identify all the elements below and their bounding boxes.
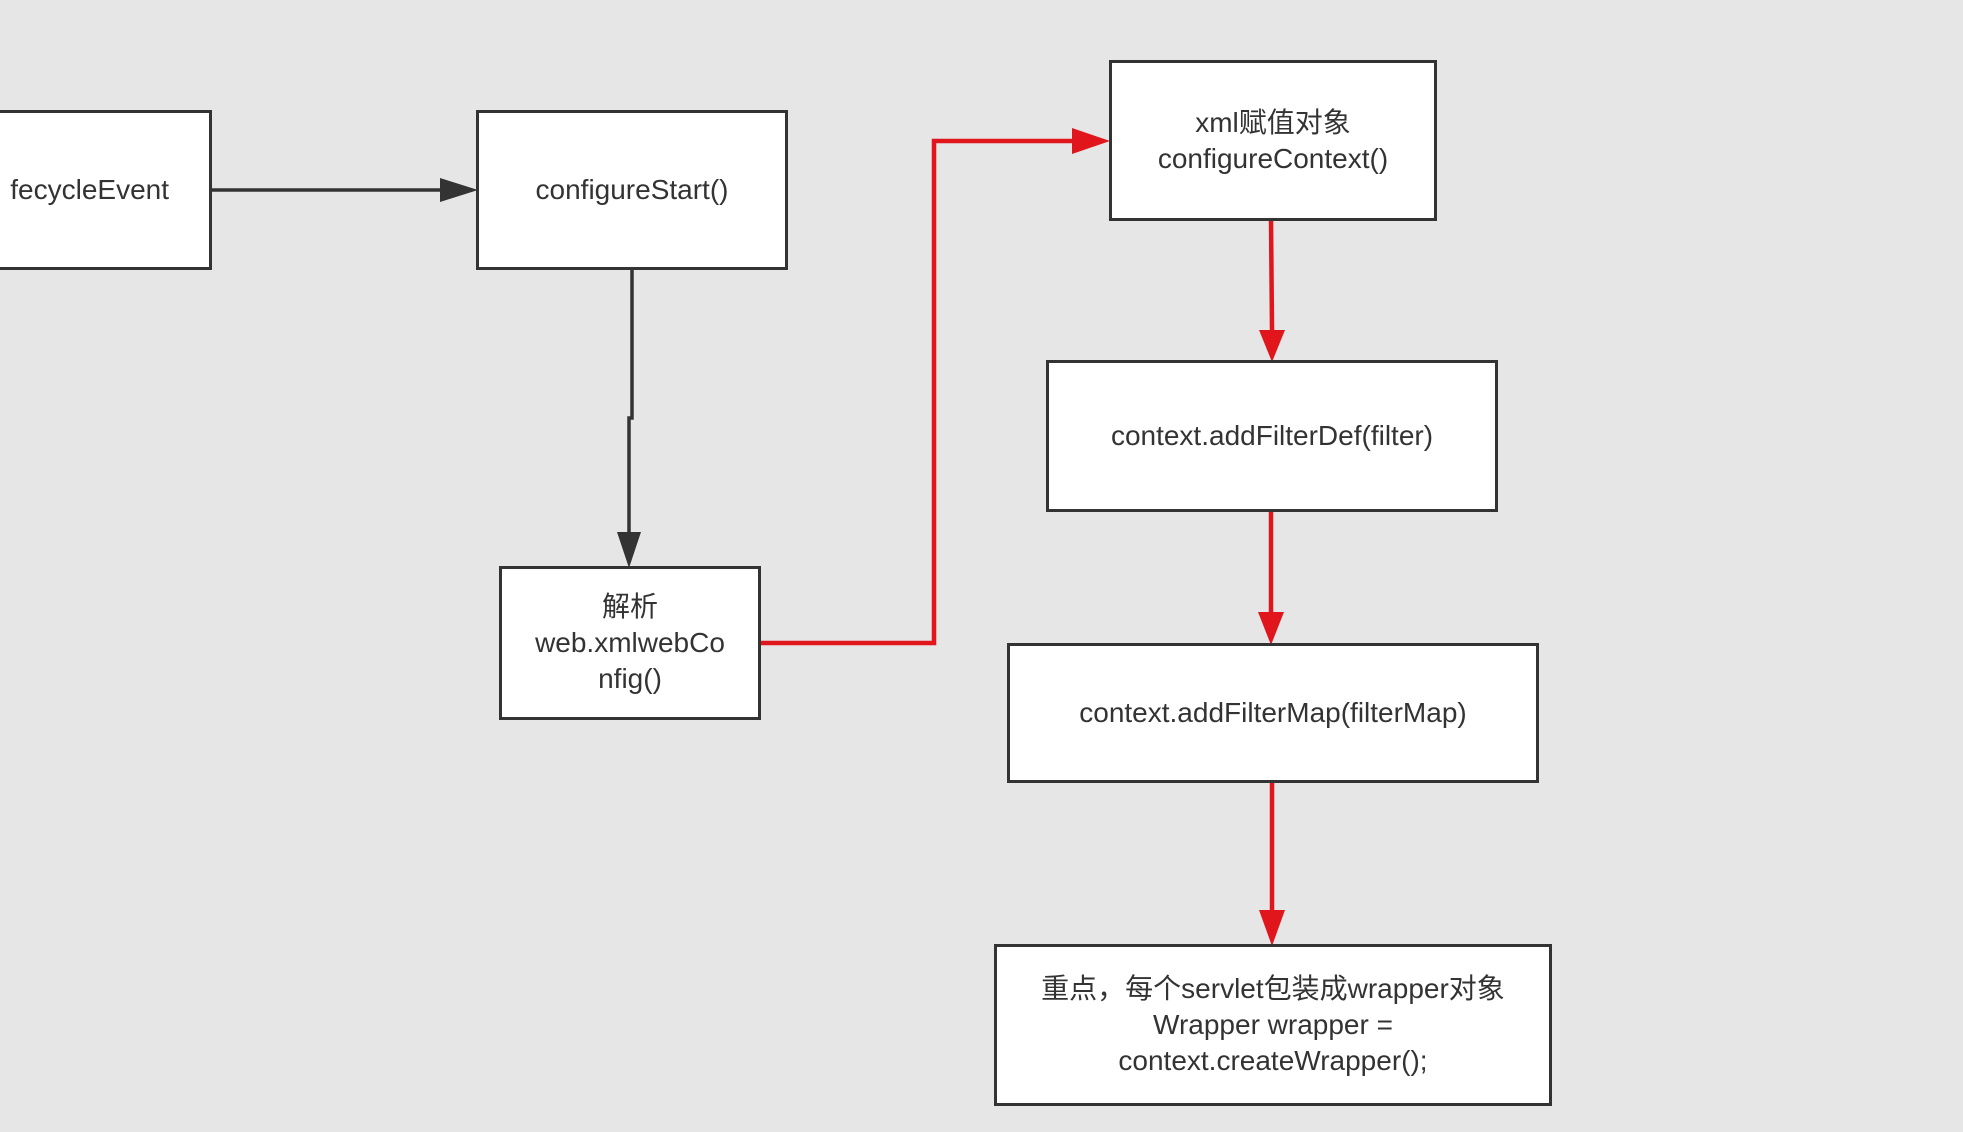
node-configure-start-label: configureStart()	[535, 174, 729, 205]
node-add-filter-def[interactable]: context.addFilterDef(filter)	[1046, 360, 1498, 512]
arrowhead-parse-top	[617, 532, 641, 568]
arrowhead-configure-context-left	[1072, 128, 1110, 154]
node-configure-start[interactable]: configureStart()	[476, 110, 788, 270]
node-lifecycle-event-label: fecycleEvent	[10, 174, 169, 205]
node-lifecycle-event[interactable]: fecycleEvent	[0, 110, 212, 270]
edge-parse-to-configure-context	[760, 138, 1072, 646]
node-add-filter-map[interactable]: context.addFilterMap(filterMap)	[1007, 643, 1539, 783]
node-configure-context-label: xml赋值对象 configureContext()	[1157, 106, 1389, 174]
node-parse-web-xml-label: 解析 web.xmlwebCo nfig()	[535, 591, 725, 694]
node-create-wrapper-label: 重点，每个servlet包装成wrapper对象 Wrapper wrapper…	[1041, 973, 1505, 1076]
arrowhead-configure-start-left	[440, 178, 478, 202]
edge-configure-context-to-add-filter-def	[1268, 218, 1275, 331]
node-configure-context[interactable]: xml赋值对象 configureContext()	[1109, 60, 1437, 221]
arrowhead-add-filter-map-top	[1258, 612, 1284, 645]
edge-configure-start-to-parse	[627, 268, 634, 532]
node-add-filter-map-label: context.addFilterMap(filterMap)	[1079, 697, 1467, 728]
node-parse-web-xml[interactable]: 解析 web.xmlwebCo nfig()	[499, 566, 761, 720]
node-add-filter-def-label: context.addFilterDef(filter)	[1110, 420, 1434, 451]
arrowhead-add-filter-def-top	[1259, 330, 1285, 362]
node-create-wrapper[interactable]: 重点，每个servlet包装成wrapper对象 Wrapper wrapper…	[994, 944, 1552, 1106]
arrowhead-create-wrapper-top	[1259, 910, 1285, 946]
